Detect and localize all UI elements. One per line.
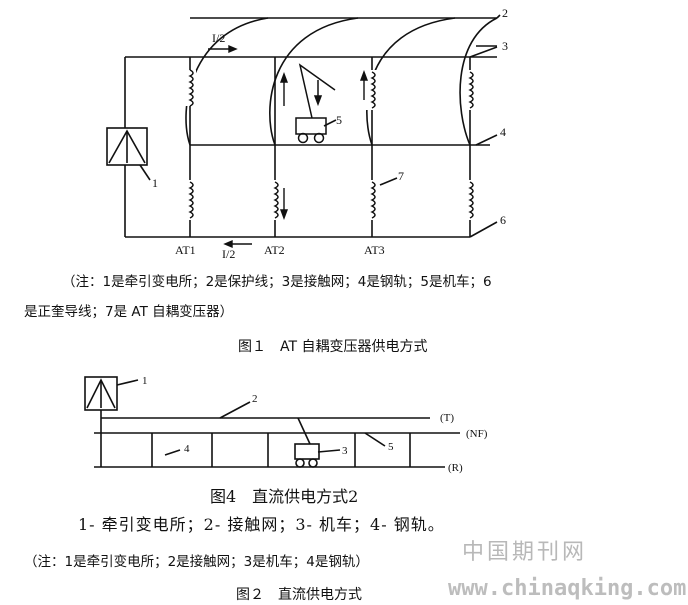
autotransformer-coil-upper-1 xyxy=(188,69,194,107)
dc-locomotive-wheel-icon-2 xyxy=(308,458,318,468)
figure1-note-line2: 是正奎导线；7是 AT 自耦变压器） xyxy=(24,304,234,320)
figure1-note-line1: （注：1是牵引变电所；2是保护线；3是接触网；4是钢轨；5是机车；6 xyxy=(62,274,492,290)
contact-wire-extension xyxy=(469,46,498,58)
figure1-caption: 图１ AT 自耦变压器供电方式 xyxy=(238,339,428,355)
locomotive-wheel-icon-2 xyxy=(313,132,325,144)
label-6: 6 xyxy=(500,213,506,227)
current-arrow-up-icon xyxy=(279,72,289,83)
dc-locomotive-wheel-icon xyxy=(295,458,305,468)
dc-label-5: 5 xyxy=(388,441,394,453)
protection-wire-curve-2 xyxy=(269,17,359,146)
protection-wire-curve-3 xyxy=(366,17,456,146)
current-arrow-down-icon xyxy=(279,209,289,220)
figure2-legend: 1- 牵引变电所；2- 接触网；3- 机车；4- 钢轨。 xyxy=(78,515,445,534)
figure2-caption: 图２ 直流供电方式 xyxy=(236,587,362,603)
dc-label-2: 2 xyxy=(252,393,258,405)
figure2-note: （注：1是牵引变电所；2是接触网；3是机车；4是钢轨） xyxy=(24,554,369,570)
figure1-diagram: I/2 I/2 AT1 AT2 AT3 1 2 3 4 5 6 7 xyxy=(106,6,508,261)
autotransformer-coil-lower-2 xyxy=(273,181,279,219)
dc-substation-symbol xyxy=(86,378,116,409)
at3-label: AT3 xyxy=(364,243,385,257)
dc-label-nf: (NF) xyxy=(466,428,488,440)
locomotive-body-icon xyxy=(295,117,327,135)
current-label-top: I/2 xyxy=(212,31,225,45)
dc-label-3: 3 xyxy=(342,445,348,457)
autotransformer-coil-upper-4 xyxy=(468,71,474,109)
protection-wire-curve-4 xyxy=(459,17,498,146)
feeder-extension xyxy=(469,221,498,238)
current-label-bottom: I/2 xyxy=(222,247,235,261)
autotransformer-coil-lower-1 xyxy=(188,181,194,219)
autotransformer-coil-lower-4 xyxy=(468,181,474,219)
watermark-site-name: 中国期刊网 xyxy=(462,540,588,565)
dc-label-4: 4 xyxy=(184,443,190,455)
current-arrow-right-icon xyxy=(228,44,238,54)
dc-label-t: (T) xyxy=(440,412,454,424)
label-3: 3 xyxy=(502,39,508,53)
dc-label-r: (R) xyxy=(448,462,463,474)
protection-wire-curve-1 xyxy=(185,17,269,146)
autotransformer-coil-upper-3 xyxy=(370,71,376,109)
current-arrow-left-icon xyxy=(223,239,233,249)
at1-label: AT1 xyxy=(175,243,196,257)
label-7: 7 xyxy=(398,169,404,183)
label-1: 1 xyxy=(152,176,158,190)
current-arrow-up-icon-2 xyxy=(359,70,369,81)
label-4: 4 xyxy=(500,125,506,139)
dc-pantograph xyxy=(297,417,311,445)
figure2-inner-caption: 图4 直流供电方式2 xyxy=(210,487,359,506)
dc-substation-box xyxy=(84,376,118,411)
dc-locomotive-body-icon xyxy=(294,443,320,460)
at2-label: AT2 xyxy=(264,243,285,257)
locomotive-wheel-icon xyxy=(297,132,309,144)
autotransformer-coil-lower-3 xyxy=(370,181,376,219)
watermark-url: www.chinaqking.com xyxy=(448,576,687,601)
pantograph xyxy=(298,63,336,119)
traction-substation-box xyxy=(106,127,148,166)
label-5: 5 xyxy=(336,113,342,127)
label-2: 2 xyxy=(502,6,508,20)
dc-label-1: 1 xyxy=(142,375,148,387)
